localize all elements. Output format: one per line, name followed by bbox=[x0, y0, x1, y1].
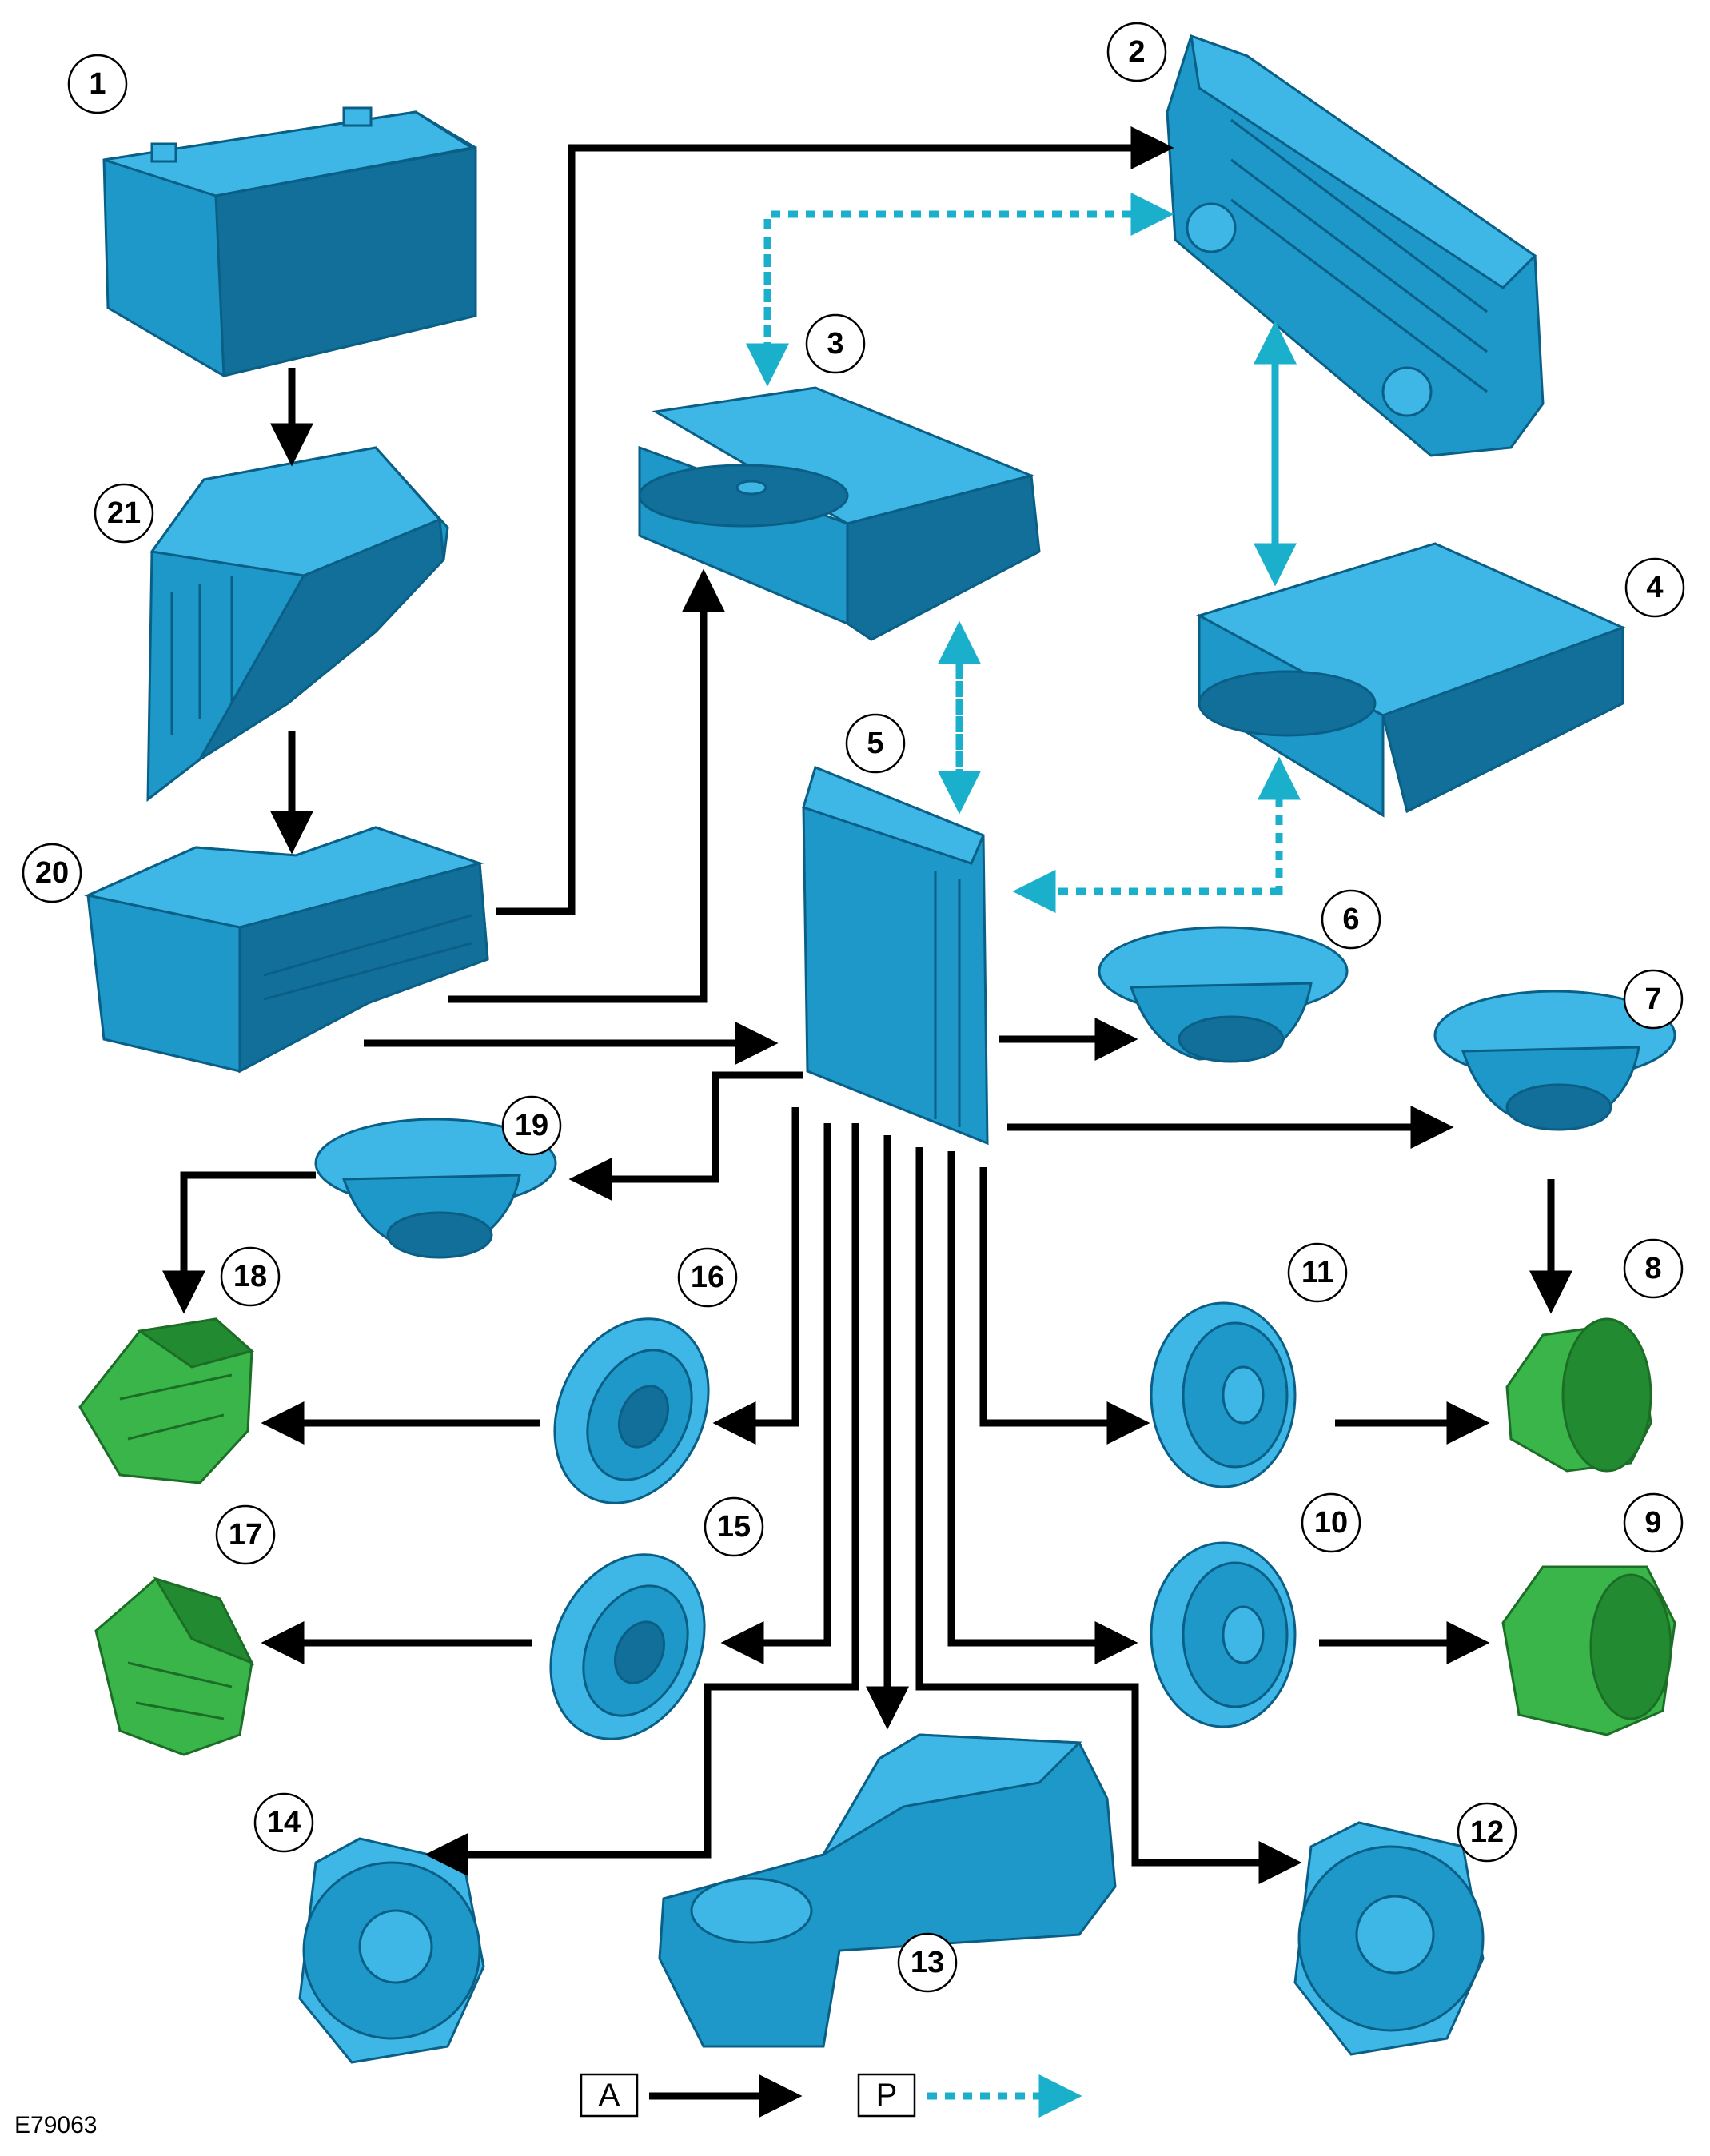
network-bus bbox=[746, 193, 1301, 913]
speaker-11-illustration bbox=[1150, 1301, 1297, 1488]
module-20-illustration bbox=[84, 826, 489, 1074]
svg-text:17: 17 bbox=[229, 1518, 262, 1552]
callout-18: 18 bbox=[220, 1246, 281, 1307]
supply-wires bbox=[270, 126, 1174, 1065]
wire-5-to-10 bbox=[947, 1151, 1138, 1664]
speaker-10-illustration bbox=[1150, 1541, 1297, 1728]
tweeter-18-illustration bbox=[78, 1317, 255, 1484]
speaker-16-illustration bbox=[553, 1317, 710, 1504]
callout-2: 2 bbox=[1106, 22, 1167, 82]
callout-11: 11 bbox=[1287, 1242, 1348, 1303]
wire-19-to-18 bbox=[162, 1171, 316, 1314]
svg-text:13: 13 bbox=[911, 1946, 944, 1979]
svg-text:A: A bbox=[599, 2078, 620, 2113]
svg-text:20: 20 bbox=[35, 856, 69, 890]
callout-20: 20 bbox=[22, 843, 82, 903]
svg-text:9: 9 bbox=[1644, 1506, 1661, 1540]
wire-5-to-19 bbox=[568, 1071, 803, 1201]
svg-text:15: 15 bbox=[717, 1510, 751, 1544]
svg-text:7: 7 bbox=[1644, 982, 1661, 1016]
svg-text:4: 4 bbox=[1646, 571, 1663, 604]
svg-text:P: P bbox=[876, 2078, 898, 2113]
svg-text:10: 10 bbox=[1314, 1506, 1348, 1540]
svg-text:21: 21 bbox=[107, 496, 141, 530]
callout-4: 4 bbox=[1624, 557, 1685, 618]
svg-text:11: 11 bbox=[1301, 1256, 1333, 1289]
callout-15: 15 bbox=[704, 1496, 764, 1557]
speaker-6-illustration bbox=[1098, 926, 1349, 1063]
audio-output-wires bbox=[162, 1018, 1572, 1884]
callout-16: 16 bbox=[677, 1247, 738, 1308]
svg-text:18: 18 bbox=[233, 1260, 267, 1293]
battery-illustration bbox=[102, 106, 477, 377]
svg-text:14: 14 bbox=[267, 1806, 301, 1839]
callout-3: 3 bbox=[805, 313, 866, 374]
svg-text:8: 8 bbox=[1644, 1252, 1661, 1285]
subwoofer-illustration bbox=[658, 1733, 1117, 2048]
speaker-19-illustration bbox=[314, 1118, 557, 1259]
tweeter-9-illustration bbox=[1501, 1565, 1676, 1736]
control-panel-illustration bbox=[1166, 34, 1545, 457]
svg-text:3: 3 bbox=[827, 327, 843, 361]
amplifier-illustration bbox=[802, 765, 989, 1146]
module-21-illustration bbox=[146, 446, 449, 803]
callout-21: 21 bbox=[94, 483, 154, 544]
callout-1: 1 bbox=[67, 54, 128, 114]
callout-12: 12 bbox=[1457, 1802, 1517, 1863]
callout-17: 17 bbox=[215, 1504, 276, 1565]
legend-item-a: A bbox=[580, 2073, 803, 2118]
callout-7: 7 bbox=[1623, 969, 1684, 1030]
svg-text:16: 16 bbox=[691, 1261, 724, 1294]
cd-player-illustration bbox=[638, 386, 1041, 641]
diagram-reference: E79063 bbox=[14, 2112, 97, 2138]
wire-5-to-11 bbox=[979, 1167, 1150, 1445]
speaker-15-illustration bbox=[549, 1553, 706, 1740]
tweeter-8-illustration bbox=[1505, 1317, 1652, 1473]
cd-changer-illustration bbox=[1196, 542, 1626, 818]
svg-text:12: 12 bbox=[1470, 1815, 1504, 1849]
wire-20-to-2 bbox=[496, 126, 1174, 915]
speaker-14-illustration bbox=[298, 1837, 485, 2064]
callout-5: 5 bbox=[845, 713, 906, 774]
wire-5-to-15 bbox=[720, 1123, 831, 1664]
callout-19: 19 bbox=[501, 1095, 562, 1156]
svg-text:6: 6 bbox=[1342, 903, 1359, 936]
callout-14: 14 bbox=[253, 1792, 314, 1853]
wire-20-to-3 bbox=[448, 568, 725, 1003]
speaker-7-illustration bbox=[1433, 990, 1676, 1131]
callout-13: 13 bbox=[897, 1932, 958, 1993]
callout-6: 6 bbox=[1321, 889, 1381, 950]
wire-5-to-14 bbox=[425, 1123, 859, 1876]
svg-text:1: 1 bbox=[89, 67, 106, 101]
callout-9: 9 bbox=[1623, 1492, 1684, 1553]
wire-5-to-16 bbox=[712, 1107, 799, 1445]
svg-text:19: 19 bbox=[515, 1109, 548, 1142]
speaker-12-illustration bbox=[1293, 1821, 1485, 2056]
wire-5-to-12 bbox=[915, 1147, 1302, 1884]
svg-text:2: 2 bbox=[1128, 35, 1145, 69]
legend-item-p: P bbox=[857, 2073, 1082, 2118]
tweeter-17-illustration bbox=[94, 1576, 255, 1756]
callout-10: 10 bbox=[1301, 1492, 1361, 1553]
callout-8: 8 bbox=[1623, 1238, 1684, 1299]
legend: A P bbox=[580, 2073, 1082, 2118]
svg-text:5: 5 bbox=[867, 727, 883, 760]
